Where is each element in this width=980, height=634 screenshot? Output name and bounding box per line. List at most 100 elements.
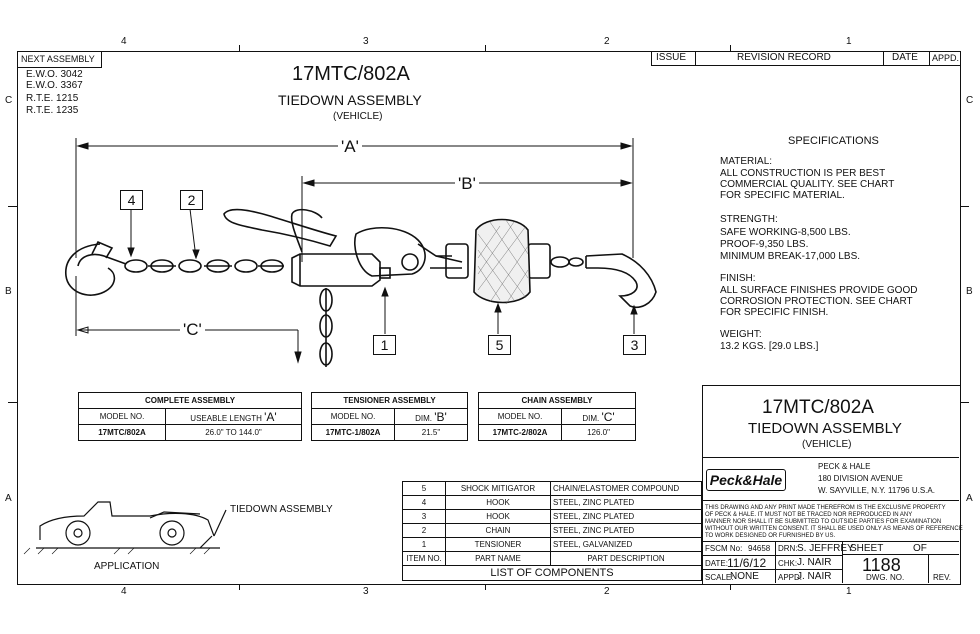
components-h-item: ITEM NO.	[402, 551, 446, 566]
component-name: HOOK	[445, 509, 551, 524]
material-heading: MATERIAL:	[720, 156, 773, 167]
drawing-sub-title: (VEHICLE)	[333, 111, 383, 122]
component-name: HOOK	[445, 495, 551, 510]
title-block-name: TIEDOWN ASSEMBLY	[748, 420, 902, 437]
callout-1-label: 1	[380, 337, 389, 353]
material-line: COMMERCIAL QUALITY. SEE CHART	[720, 179, 895, 190]
complete-assembly-h-length-label: USEABLE LENGTH	[190, 413, 262, 423]
complete-assembly-h-length: USEABLE LENGTH 'A'	[165, 408, 302, 425]
scale-value: NONE	[730, 571, 759, 582]
finish-heading: FINISH:	[720, 273, 756, 284]
component-name: SHOCK MITIGATOR	[445, 481, 551, 496]
drawing-name-title: TIEDOWN ASSEMBLY	[278, 92, 422, 108]
next-assembly-box	[17, 51, 102, 68]
notice-line: TO WORK DESIGNED OR FURNISHED BY US.	[705, 533, 836, 539]
strength-line: SAFE WORKING-8,500 LBS.	[720, 227, 851, 238]
drawing-frame	[17, 51, 961, 585]
complete-assembly-h-model: MODEL NO.	[78, 408, 166, 425]
callout-2-label: 2	[187, 192, 196, 208]
next-assembly-label: NEXT ASSEMBLY	[21, 54, 95, 64]
zone-right-b: B	[966, 286, 973, 297]
strength-heading: STRENGTH:	[720, 214, 778, 225]
callout-4: 4	[120, 190, 143, 210]
component-desc: CHAIN/ELASTOMER COMPOUND	[550, 481, 702, 496]
chk-value: J. NAIR	[797, 557, 832, 568]
zone-top-4: 4	[121, 36, 127, 47]
tensioner-assembly-title: TENSIONER ASSEMBLY	[311, 392, 468, 409]
callout-5-label: 5	[495, 337, 504, 353]
zone-top-2: 2	[604, 36, 610, 47]
tensioner-assembly-h-model: MODEL NO.	[311, 408, 395, 425]
dim-b-label: 'B'	[455, 175, 479, 192]
notice-line: THIS DRAWING AND ANY PRINT MADE THEREFRO…	[705, 505, 946, 511]
sheet-label: SHEET	[850, 543, 884, 554]
component-desc: STEEL, ZINC PLATED	[550, 509, 702, 524]
zone-top-3: 3	[363, 36, 369, 47]
callout-4-label: 4	[127, 192, 136, 208]
chain-assembly-h-dim-label: DIM.	[582, 413, 600, 423]
zone-bottom-3: 3	[363, 586, 369, 597]
components-h-desc: PART DESCRIPTION	[550, 551, 702, 566]
component-item: 2	[402, 523, 446, 538]
revision-appd: APPD.	[932, 53, 960, 63]
zone-top-1: 1	[846, 36, 852, 47]
next-assembly-line: R.T.E. 1215	[26, 93, 79, 104]
chain-assembly-title: CHAIN ASSEMBLY	[478, 392, 636, 409]
application-label: APPLICATION	[94, 561, 160, 572]
dim-c-label: 'C'	[180, 321, 205, 338]
notice-line: MANNER NOR SHALL IT BE SUBMITTED TO OUTS…	[705, 519, 942, 525]
finish-line: FOR SPECIFIC FINISH.	[720, 307, 829, 318]
chain-assembly-h-dim-letter: 'C'	[601, 409, 615, 424]
rev-label: REV.	[933, 573, 951, 582]
notice-line: OF PECK & HALE. IT MUST NOT BE TRACED NO…	[705, 512, 913, 518]
drawing-model-title: 17MTC/802A	[292, 63, 410, 85]
complete-assembly-h-dim: 'A'	[264, 409, 277, 424]
appd-value: J. NAIR	[797, 571, 832, 582]
tensioner-assembly-h-dim: DIM. 'B'	[394, 408, 468, 425]
drn-label: DRN:	[778, 544, 798, 553]
tensioner-assembly-h-dim-letter: 'B'	[434, 409, 447, 424]
chk-label: CHK:	[778, 559, 798, 568]
component-desc: STEEL, GALVANIZED	[550, 537, 702, 552]
callout-5: 5	[488, 335, 511, 355]
dim-a-label: 'A'	[338, 138, 362, 155]
component-name: TENSIONER	[445, 537, 551, 552]
company-logo-text: Peck&Hale	[709, 472, 783, 488]
zone-left-a: A	[5, 493, 12, 504]
revision-record-label: REVISION RECORD	[737, 52, 831, 63]
dwg-number-label: DWG. NO.	[866, 573, 905, 582]
complete-assembly-title: COMPLETE ASSEMBLY	[78, 392, 302, 409]
sheet-of-label: OF	[913, 543, 927, 554]
complete-assembly-value: 26.0" TO 144.0"	[165, 424, 302, 441]
next-assembly-line: E.W.O. 3042	[26, 69, 83, 80]
components-footer: LIST OF COMPONENTS	[402, 565, 702, 581]
fscm-value: 94658	[748, 544, 771, 553]
finish-line: CORROSION PROTECTION. SEE CHART	[720, 296, 913, 307]
zone-bottom-4: 4	[121, 586, 127, 597]
finish-line: ALL SURFACE FINISHES PROVIDE GOOD	[720, 285, 918, 296]
chain-assembly-h-dim: DIM. 'C'	[561, 408, 636, 425]
callout-2: 2	[180, 190, 203, 210]
revision-record	[651, 51, 960, 66]
notice-line: WITHOUT OUR WRITTEN CONSENT. IT SHALL BE…	[705, 526, 963, 532]
zone-left-c: C	[5, 95, 13, 106]
component-desc: STEEL, ZINC PLATED	[550, 495, 702, 510]
title-block-sub: (VEHICLE)	[802, 439, 852, 450]
strength-line: MINIMUM BREAK-17,000 LBS.	[720, 251, 861, 262]
next-assembly-line: R.T.E. 1235	[26, 105, 79, 116]
next-assembly-line: E.W.O. 3367	[26, 80, 83, 91]
component-name: CHAIN	[445, 523, 551, 538]
title-block-model: 17MTC/802A	[762, 397, 874, 418]
component-item: 3	[402, 509, 446, 524]
company-line: 180 DIVISION AVENUE	[818, 474, 903, 483]
scale-label: SCALE:	[705, 573, 734, 582]
revision-date: DATE	[892, 52, 918, 63]
fscm-label: FSCM No:	[705, 544, 743, 553]
component-desc: STEEL, ZINC PLATED	[550, 523, 702, 538]
